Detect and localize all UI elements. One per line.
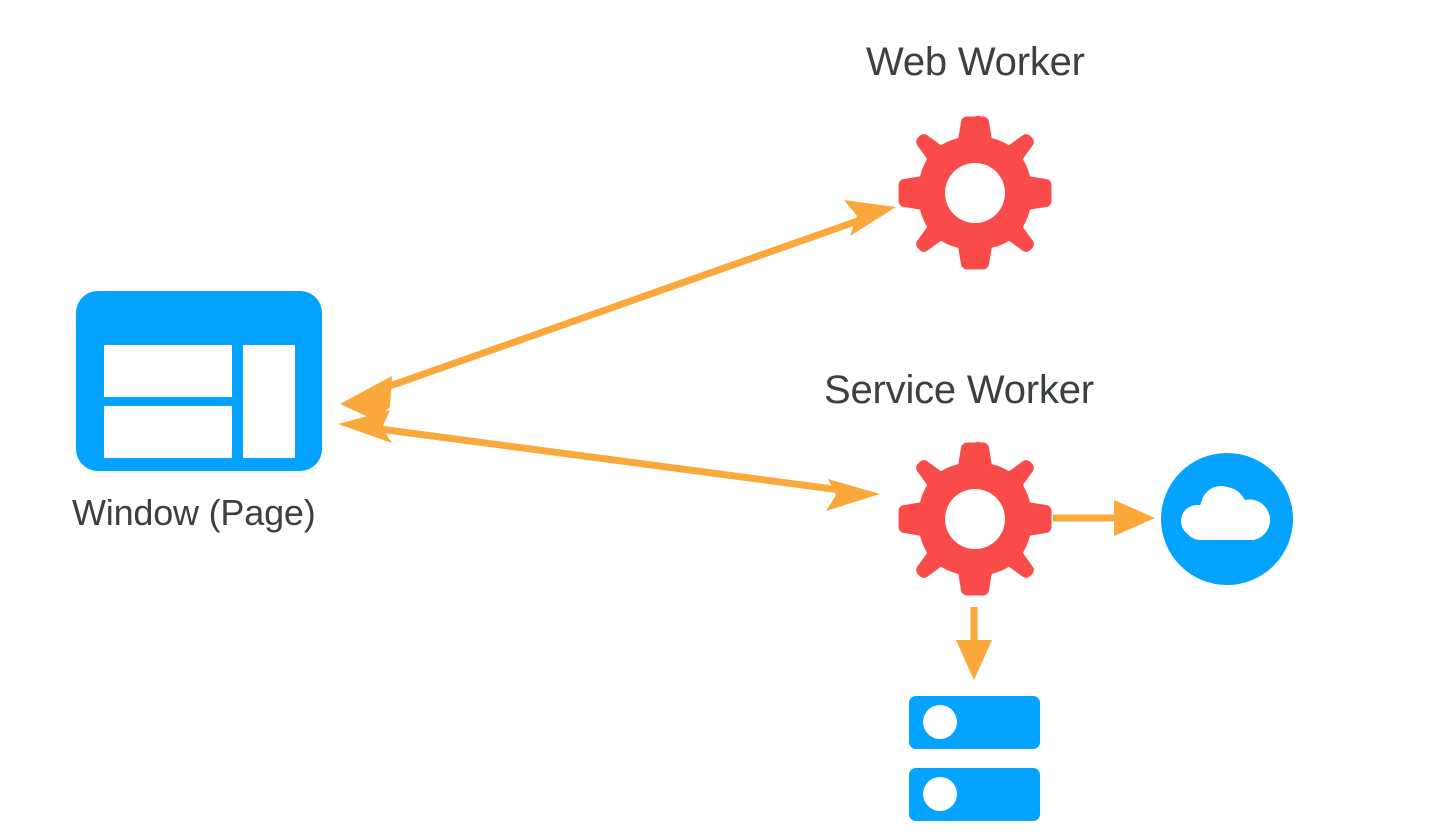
browser-window-icon-panel-bottom-left <box>104 406 232 458</box>
edge-window-webworker-arrowhead-end <box>844 200 896 236</box>
browser-window-icon-panel-top-left <box>104 345 232 397</box>
edge-serviceworker-cloud <box>1053 500 1155 536</box>
gear-icon-service-worker-body <box>898 441 1052 596</box>
edge-window-webworker <box>340 200 896 420</box>
edge-window-serviceworker <box>338 410 880 511</box>
gear-icon-web-worker[interactable] <box>898 115 1052 270</box>
edge-serviceworker-cloud-arrowhead <box>1114 500 1155 536</box>
cloud-icon-base <box>1192 518 1254 538</box>
edge-window-serviceworker-line <box>371 424 849 495</box>
gear-icon-service-worker[interactable] <box>898 441 1052 596</box>
edge-serviceworker-cache <box>956 607 992 680</box>
window-page-label: Window (Page) <box>72 492 316 533</box>
browser-window-icon-panel-right <box>243 345 295 458</box>
edge-window-serviceworker-arrowhead-end <box>826 479 880 511</box>
database-icon-indicator-bottom <box>923 777 957 811</box>
edge-serviceworker-cache-arrowhead <box>956 640 992 680</box>
cloud-icon[interactable] <box>1161 453 1293 585</box>
database-icon[interactable] <box>909 696 1040 821</box>
gear-icon-web-worker-body <box>898 115 1052 270</box>
database-icon-indicator-top <box>923 705 957 739</box>
edge-window-serviceworker-arrowhead-start <box>338 410 392 443</box>
browser-window-icon[interactable] <box>76 291 322 471</box>
web-worker-label: Web Worker <box>866 40 1085 84</box>
edge-window-webworker-line <box>368 214 868 397</box>
service-worker-label: Service Worker <box>824 368 1094 412</box>
edge-window-webworker-arrowhead-start <box>340 376 392 420</box>
